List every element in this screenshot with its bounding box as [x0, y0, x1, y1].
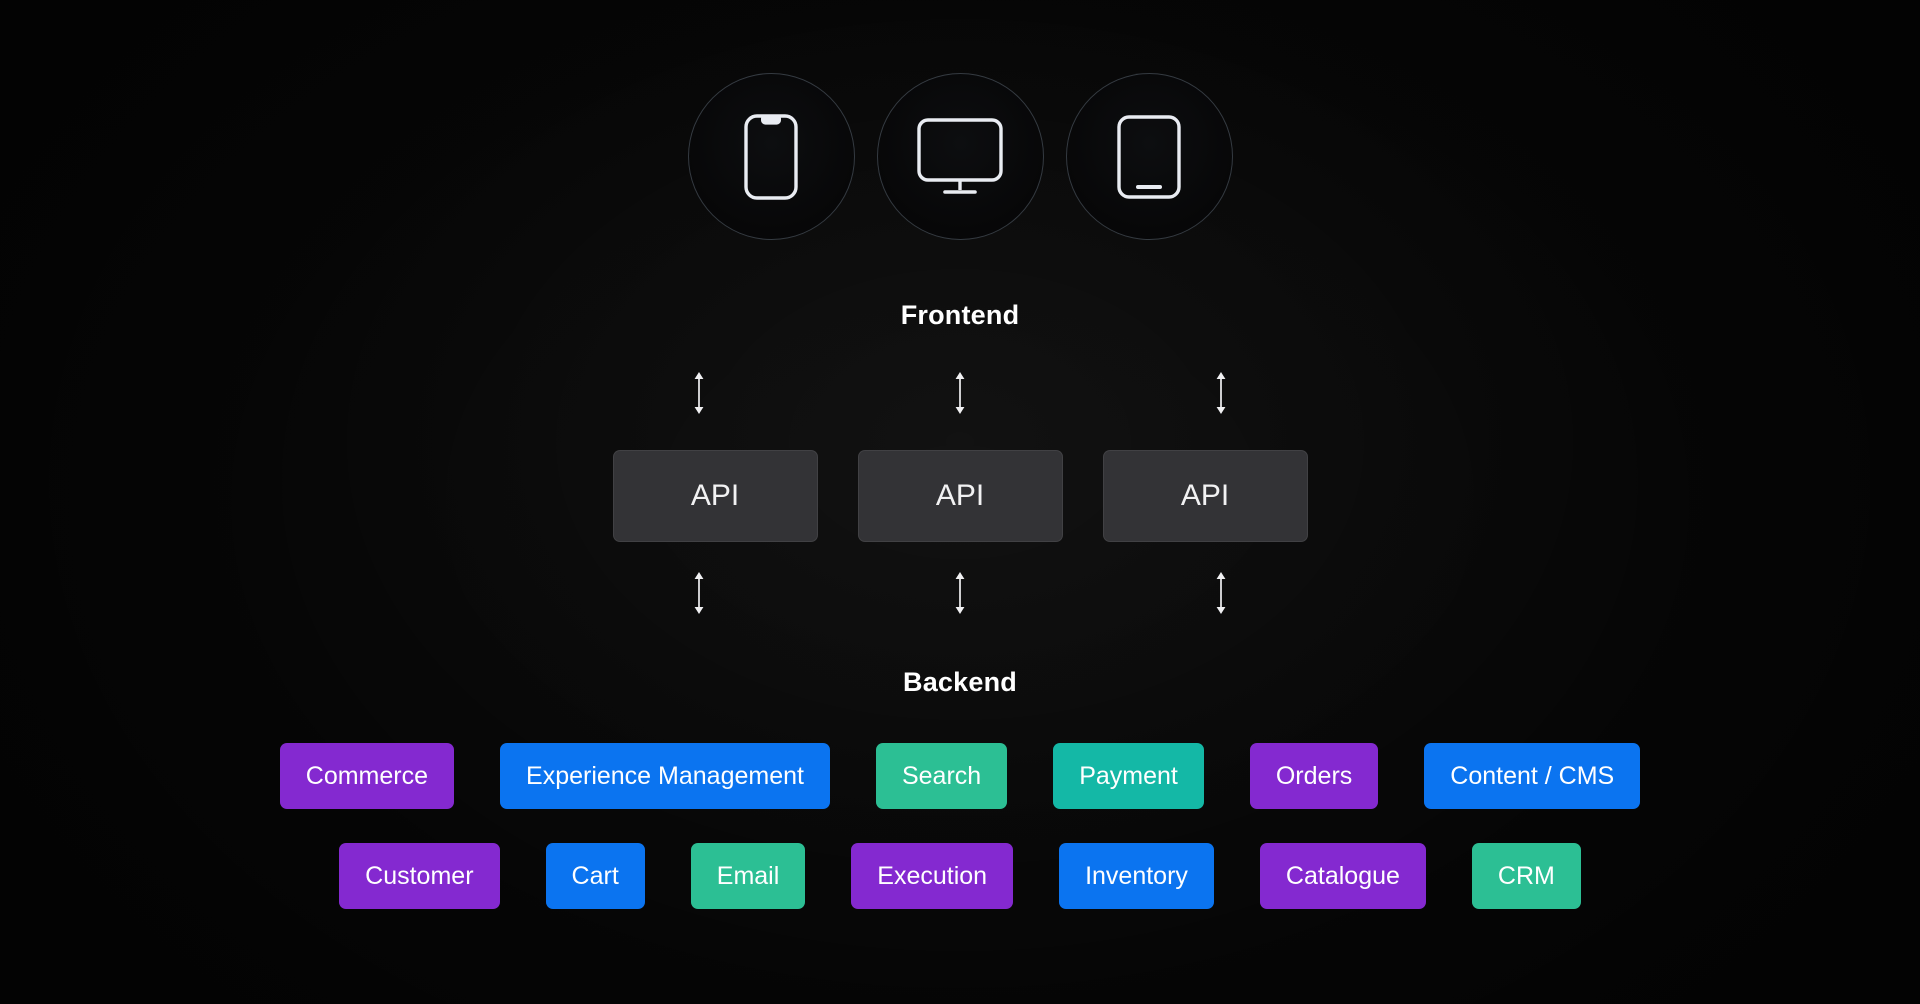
service-tag[interactable]: Cart: [545, 843, 645, 909]
mobile-phone-icon: [743, 113, 799, 201]
frontend-device-row: [0, 73, 1920, 240]
bidirectional-arrow-icon: [690, 370, 708, 416]
bidirectional-arrow-icon: [951, 570, 969, 616]
service-tag[interactable]: Customer: [339, 843, 500, 909]
api-box[interactable]: API: [1102, 450, 1308, 542]
service-tag[interactable]: Execution: [851, 843, 1014, 909]
desktop-monitor-icon: [916, 117, 1004, 197]
service-tag[interactable]: CRM: [1471, 843, 1581, 909]
service-tag[interactable]: Experience Management: [500, 743, 830, 809]
service-tag[interactable]: Catalogue: [1259, 843, 1426, 909]
bidirectional-arrow-icon: [1212, 570, 1230, 616]
backend-service-row-2: Customer Cart Email Execution Inventory …: [0, 843, 1920, 909]
backend-service-row-1: Commerce Experience Management Search Pa…: [0, 743, 1920, 809]
device-circle-desktop: [876, 73, 1044, 240]
api-box[interactable]: API: [612, 450, 818, 542]
service-tag[interactable]: Content / CMS: [1424, 743, 1641, 809]
bidirectional-arrow-icon: [690, 570, 708, 616]
connector-row-api-to-backend: [0, 570, 1920, 616]
device-circle-mobile: [687, 73, 855, 240]
tablet-icon: [1116, 114, 1182, 200]
api-box[interactable]: API: [857, 450, 1063, 542]
service-tag[interactable]: Inventory: [1059, 843, 1214, 909]
bidirectional-arrow-icon: [1212, 370, 1230, 416]
device-circle-tablet: [1065, 73, 1233, 240]
service-tag[interactable]: Orders: [1249, 743, 1379, 809]
frontend-title: Frontend: [900, 300, 1020, 330]
connector-row-frontend-to-api: [0, 370, 1920, 416]
service-tag[interactable]: Commerce: [279, 743, 455, 809]
backend-title: Backend: [903, 667, 1017, 697]
service-tag[interactable]: Payment: [1053, 743, 1204, 809]
service-tag[interactable]: Email: [690, 843, 806, 909]
service-tag[interactable]: Search: [875, 743, 1008, 809]
api-layer-row: API API API: [0, 450, 1920, 542]
bidirectional-arrow-icon: [951, 370, 969, 416]
